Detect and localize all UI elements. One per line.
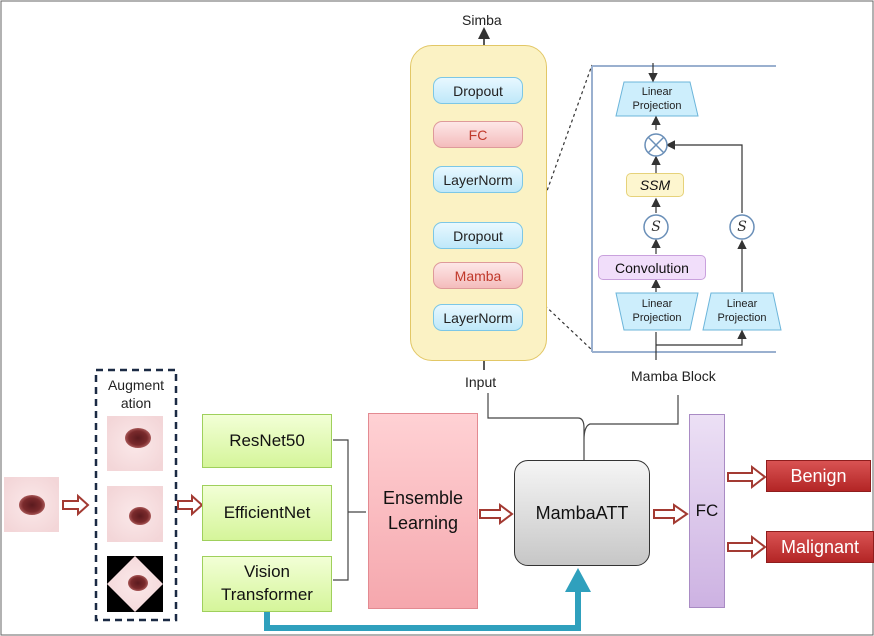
mamba-block-arrows (648, 63, 747, 360)
ensemble-learning-box: Ensemble Learning (368, 413, 478, 609)
efficientnet-box: EfficientNet (202, 485, 332, 541)
linear-projection-shapes (615, 81, 782, 331)
augmentation-line2: ation (120, 394, 152, 411)
mamba-linear-projection-top: Linear Projection (632, 86, 682, 112)
simba-mamba: Mamba (433, 262, 523, 289)
brace-connector (487, 393, 679, 441)
sigma-nodes (643, 214, 755, 240)
augmented-image-1 (107, 416, 163, 471)
augmentation-line1: Augment (107, 377, 165, 393)
mambaatt-box: MambaATT (514, 460, 650, 566)
malignant-output: Malignant (766, 531, 874, 563)
simba-layernorm-top: LayerNorm (433, 166, 523, 193)
vit-line2: Transformer (221, 585, 313, 604)
mamba-linear-projection-right: Linear Projection (717, 298, 767, 324)
simba-dropout-bottom: Dropout (433, 222, 523, 249)
input-lesion-image (4, 477, 59, 532)
ensemble-line1: Ensemble (382, 487, 464, 508)
mamba-linear-projection-left: Linear Projection (632, 298, 682, 324)
simba-fc: FC (433, 121, 523, 148)
augmentation-caption: Augment ation (97, 377, 175, 412)
benign-output: Benign (766, 460, 871, 492)
sigma-left-label: S (651, 219, 661, 235)
teal-arrowhead (565, 568, 591, 592)
mamba-ssm: SSM (626, 173, 684, 197)
ensemble-line2: Learning (387, 513, 459, 533)
simba-dropout-top: Dropout (433, 77, 523, 104)
mamba-block-zoom-lines (522, 64, 593, 351)
backbone-merge-bracket (333, 439, 366, 581)
augmentation-frame (94, 368, 178, 622)
augmented-image-2 (107, 486, 163, 542)
fc-box: FC (689, 414, 725, 608)
vision-transformer-box: Vision Transformer (202, 556, 332, 612)
augmented-image-3 (107, 556, 163, 612)
resnet50-box: ResNet50 (202, 414, 332, 468)
multiply-node (644, 133, 668, 157)
vit-to-mambaatt-arrow (264, 590, 581, 631)
simba-input-label: Input (465, 374, 497, 390)
sigma-right-label: S (737, 219, 747, 235)
simba-title: Simba (462, 12, 502, 28)
mamba-convolution: Convolution (598, 255, 706, 280)
vit-line1: Vision (244, 562, 290, 582)
simba-layernorm-bottom: LayerNorm (433, 304, 523, 331)
mamba-block-frame (591, 65, 776, 353)
flow-arrows (62, 464, 767, 560)
mamba-block-caption: Mamba Block (631, 368, 716, 384)
